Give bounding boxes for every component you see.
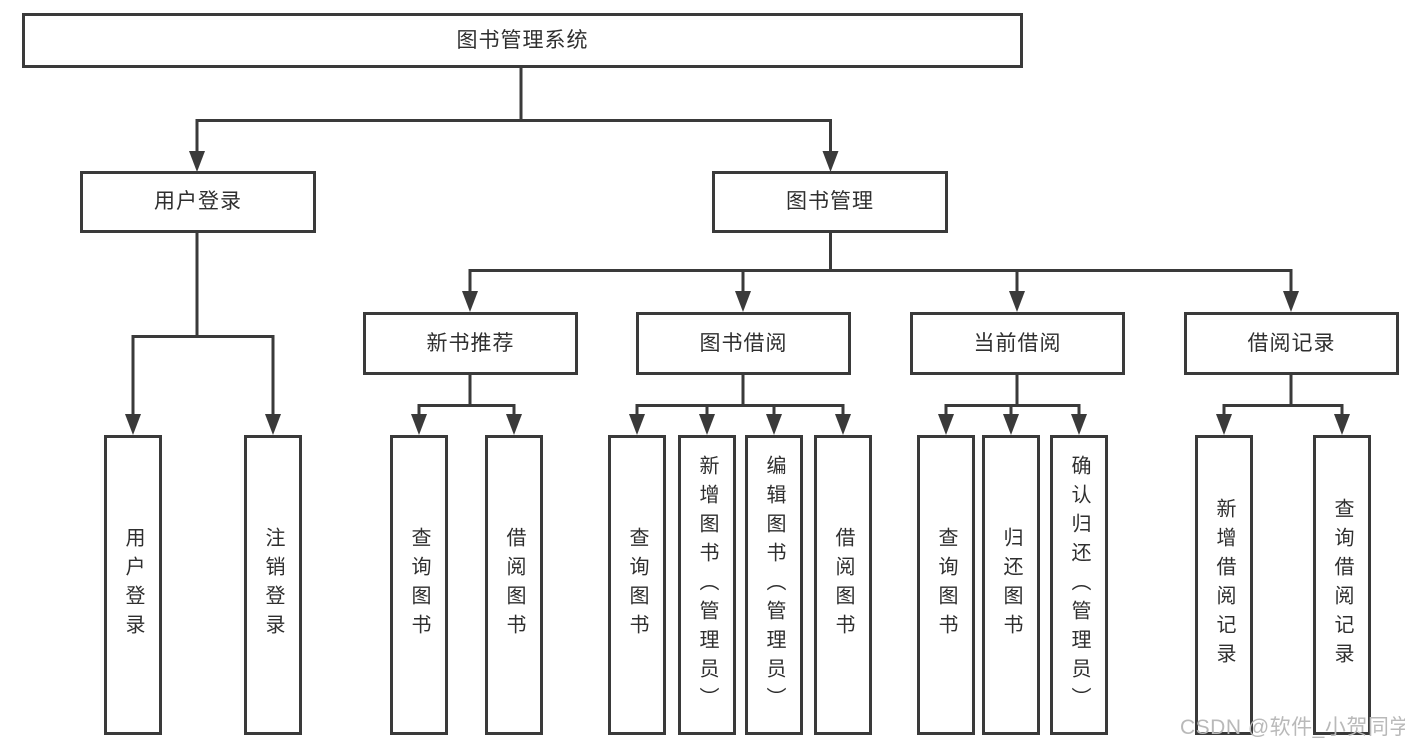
node-return-books: 归还图书 [982,435,1040,735]
arrowhead [1003,414,1019,435]
arrowhead [506,414,522,435]
arrowhead [265,414,281,435]
connector-current-borrowing [938,375,1087,435]
node-query-borrow-record: 查询借阅记录 [1313,435,1371,735]
node-borrow-books-recommend: 借阅图书 [485,435,543,735]
arrowhead [462,291,478,312]
connector-line [635,375,845,416]
arrowhead [938,414,954,435]
node-query-books-current: 查询图书 [917,435,975,735]
node-edit-books-admin: 编辑图书（管理员） [745,435,803,735]
connector-user-login [125,233,281,435]
arrowhead [699,414,715,435]
arrowhead [629,414,645,435]
arrowhead [835,414,851,435]
connector-book-management [462,233,1299,312]
arrowhead [1334,414,1350,435]
node-user-login: 用户登录 [80,171,316,233]
node-query-books-borrow: 查询图书 [608,435,666,735]
csdn-watermark: CSDN @软件_小贺同学 [1180,716,1405,739]
arrowhead [822,151,839,172]
arrowhead [189,151,205,172]
connector-line [468,233,1293,293]
node-book-borrowing: 图书借阅 [636,312,851,375]
connector-line [417,375,516,416]
node-borrowing-records: 借阅记录 [1184,312,1399,375]
node-new-book-recommend: 新书推荐 [363,312,578,375]
arrowhead [1216,414,1232,435]
arrowhead [1071,414,1087,435]
arrowhead [411,414,427,435]
node-root: 图书管理系统 [22,13,1023,68]
connector-line [1222,375,1344,416]
connector-line [944,375,1081,416]
node-login: 用户登录 [104,435,162,735]
connector-line [195,68,832,153]
node-add-borrow-record: 新增借阅记录 [1195,435,1253,735]
node-add-books-admin: 新增图书（管理员） [678,435,736,735]
connector-root [189,68,839,172]
arrowhead [1283,291,1299,312]
connector-book-borrowing [629,375,851,435]
connector-line [131,233,275,416]
node-query-books-recommend: 查询图书 [390,435,448,735]
node-book-management: 图书管理 [712,171,948,233]
node-current-borrowing: 当前借阅 [910,312,1125,375]
node-confirm-return-admin: 确认归还（管理员） [1050,435,1108,735]
connector-borrowing-records [1216,375,1350,435]
node-borrow-books: 借阅图书 [814,435,872,735]
arrowhead [125,414,141,435]
connector-new-book-recommend [411,375,522,435]
arrowhead [735,291,751,312]
arrowhead [766,414,782,435]
node-logout: 注销登录 [244,435,302,735]
arrowhead [1009,291,1025,312]
